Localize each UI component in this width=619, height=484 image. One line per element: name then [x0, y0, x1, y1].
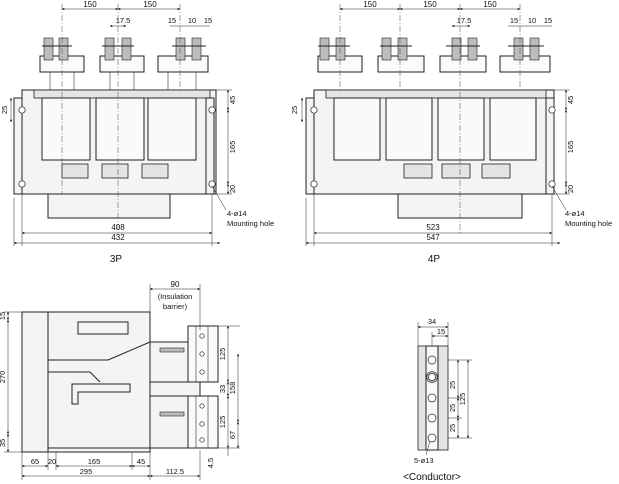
dim-4p-523: 523 — [426, 223, 440, 232]
dim-side-20: 20 — [48, 457, 56, 466]
top-terminal-2 — [377, 37, 425, 73]
mounting-hole — [310, 180, 318, 188]
view-label-3p: 3P — [110, 254, 123, 265]
mounting-hole — [18, 180, 26, 188]
dim-side-4-5: 4.5 — [206, 458, 215, 468]
top-terminal-4 — [499, 37, 551, 73]
dim-3p-432: 432 — [111, 233, 125, 242]
dim-3p-15b: 15 — [204, 16, 212, 25]
dim-4p-pitch-2: 150 — [423, 0, 437, 9]
dim-side-295: 295 — [80, 467, 93, 476]
view-label-4p: 4P — [428, 254, 441, 265]
dim-3p-17-5: 17.5 — [116, 16, 131, 25]
dim-4p-45: 45 — [566, 96, 575, 104]
dim-4p-25: 25 — [290, 106, 299, 114]
view-side: 90 (Insulation barrier) 15 270 35 125 33… — [0, 280, 240, 480]
dim-side-35: 35 — [0, 439, 7, 447]
pole-cover-2 — [95, 97, 145, 161]
dim-side-270: 270 — [0, 371, 7, 384]
dim-3p-25: 25 — [0, 106, 9, 114]
dim-side-33: 33 — [218, 385, 227, 393]
view-4p: 150 150 150 17.5 15 10 15 25 45 165 20 4… — [290, 0, 612, 265]
bottom-plate-3p — [47, 193, 171, 219]
dim-cond-125: 125 — [458, 393, 467, 406]
top-terminal-1 — [317, 37, 363, 73]
dim-side-67: 67 — [228, 431, 237, 439]
dim-3p-20: 20 — [228, 185, 237, 193]
mounting-hole — [208, 106, 216, 114]
dim-cond-25a: 25 — [448, 381, 457, 389]
pole-cover-3 — [147, 97, 197, 161]
mounting-hole — [18, 106, 26, 114]
barrier-label-line1: (Insulation — [158, 292, 193, 301]
conductor-hole — [427, 393, 437, 403]
dim-side-90: 90 — [171, 280, 180, 289]
dim-side-112-5: 112.5 — [166, 467, 184, 476]
dim-side-125b: 125 — [218, 416, 227, 429]
conductor-hole-note: 5-ø13 — [414, 456, 434, 465]
dim-cond-34: 34 — [428, 317, 436, 326]
dim-cond-25b: 25 — [448, 404, 457, 412]
dim-side-158: 158 — [228, 382, 237, 395]
dim-4p-15a: 15 — [510, 16, 518, 25]
pole-cover-2 — [385, 97, 433, 161]
dim-4p-17-5: 17.5 — [457, 16, 472, 25]
dim-side-125a: 125 — [218, 348, 227, 361]
top-terminal-3 — [439, 37, 487, 73]
dim-side-65: 65 — [31, 457, 39, 466]
view-3p: 150 150 17.5 15 10 15 25 45 165 20 4-ø14… — [0, 0, 274, 265]
dim-3p-45: 45 — [228, 96, 237, 104]
pole-cover-1 — [41, 97, 91, 161]
barrier-label-line2: barrier) — [163, 302, 188, 311]
conductor-hole — [427, 413, 437, 423]
dim-4p-pitch-3: 150 — [483, 0, 497, 9]
mounting-hole — [548, 106, 556, 114]
dim-3p-15a: 15 — [168, 16, 176, 25]
mounting-hole — [208, 180, 216, 188]
hole-note-3p: 4-ø14 — [227, 209, 247, 218]
side-front-plate — [21, 311, 49, 453]
pole-cover-1 — [333, 97, 381, 161]
view-conductor: 34 15 25 25 25 125 5-ø13 <Conductor> — [403, 317, 472, 483]
dim-4p-165: 165 — [566, 141, 575, 154]
view-label-conductor: <Conductor> — [403, 472, 461, 483]
mounting-hole — [310, 106, 318, 114]
pole-cover-3 — [437, 97, 485, 161]
top-terminal-2 — [99, 37, 145, 90]
conductor-hole — [427, 433, 437, 443]
pole-cover-4 — [489, 97, 537, 161]
mounting-hole — [548, 180, 556, 188]
dim-4p-10: 10 — [528, 16, 536, 25]
dim-cond-15: 15 — [437, 327, 445, 336]
dim-3p-pitch-2: 150 — [143, 0, 157, 9]
dim-4p-20: 20 — [566, 185, 575, 193]
dim-side-165: 165 — [88, 457, 101, 466]
dim-3p-10: 10 — [188, 16, 196, 25]
conductor-hole — [427, 355, 437, 365]
dim-3p-408: 408 — [111, 223, 125, 232]
dim-4p-15b: 15 — [544, 16, 552, 25]
hole-label-4p: Mounting hole — [565, 219, 612, 228]
dim-side-45: 45 — [137, 457, 145, 466]
hole-note-4p: 4-ø14 — [565, 209, 585, 218]
dim-4p-pitch-1: 150 — [363, 0, 377, 9]
top-terminal-3 — [157, 37, 209, 90]
dim-3p-165: 165 — [228, 141, 237, 154]
hole-label-3p: Mounting hole — [227, 219, 274, 228]
dim-3p-pitch-1: 150 — [83, 0, 97, 9]
dim-4p-547: 547 — [426, 233, 440, 242]
dim-side-15: 15 — [0, 312, 7, 320]
dim-cond-25c: 25 — [448, 424, 457, 432]
